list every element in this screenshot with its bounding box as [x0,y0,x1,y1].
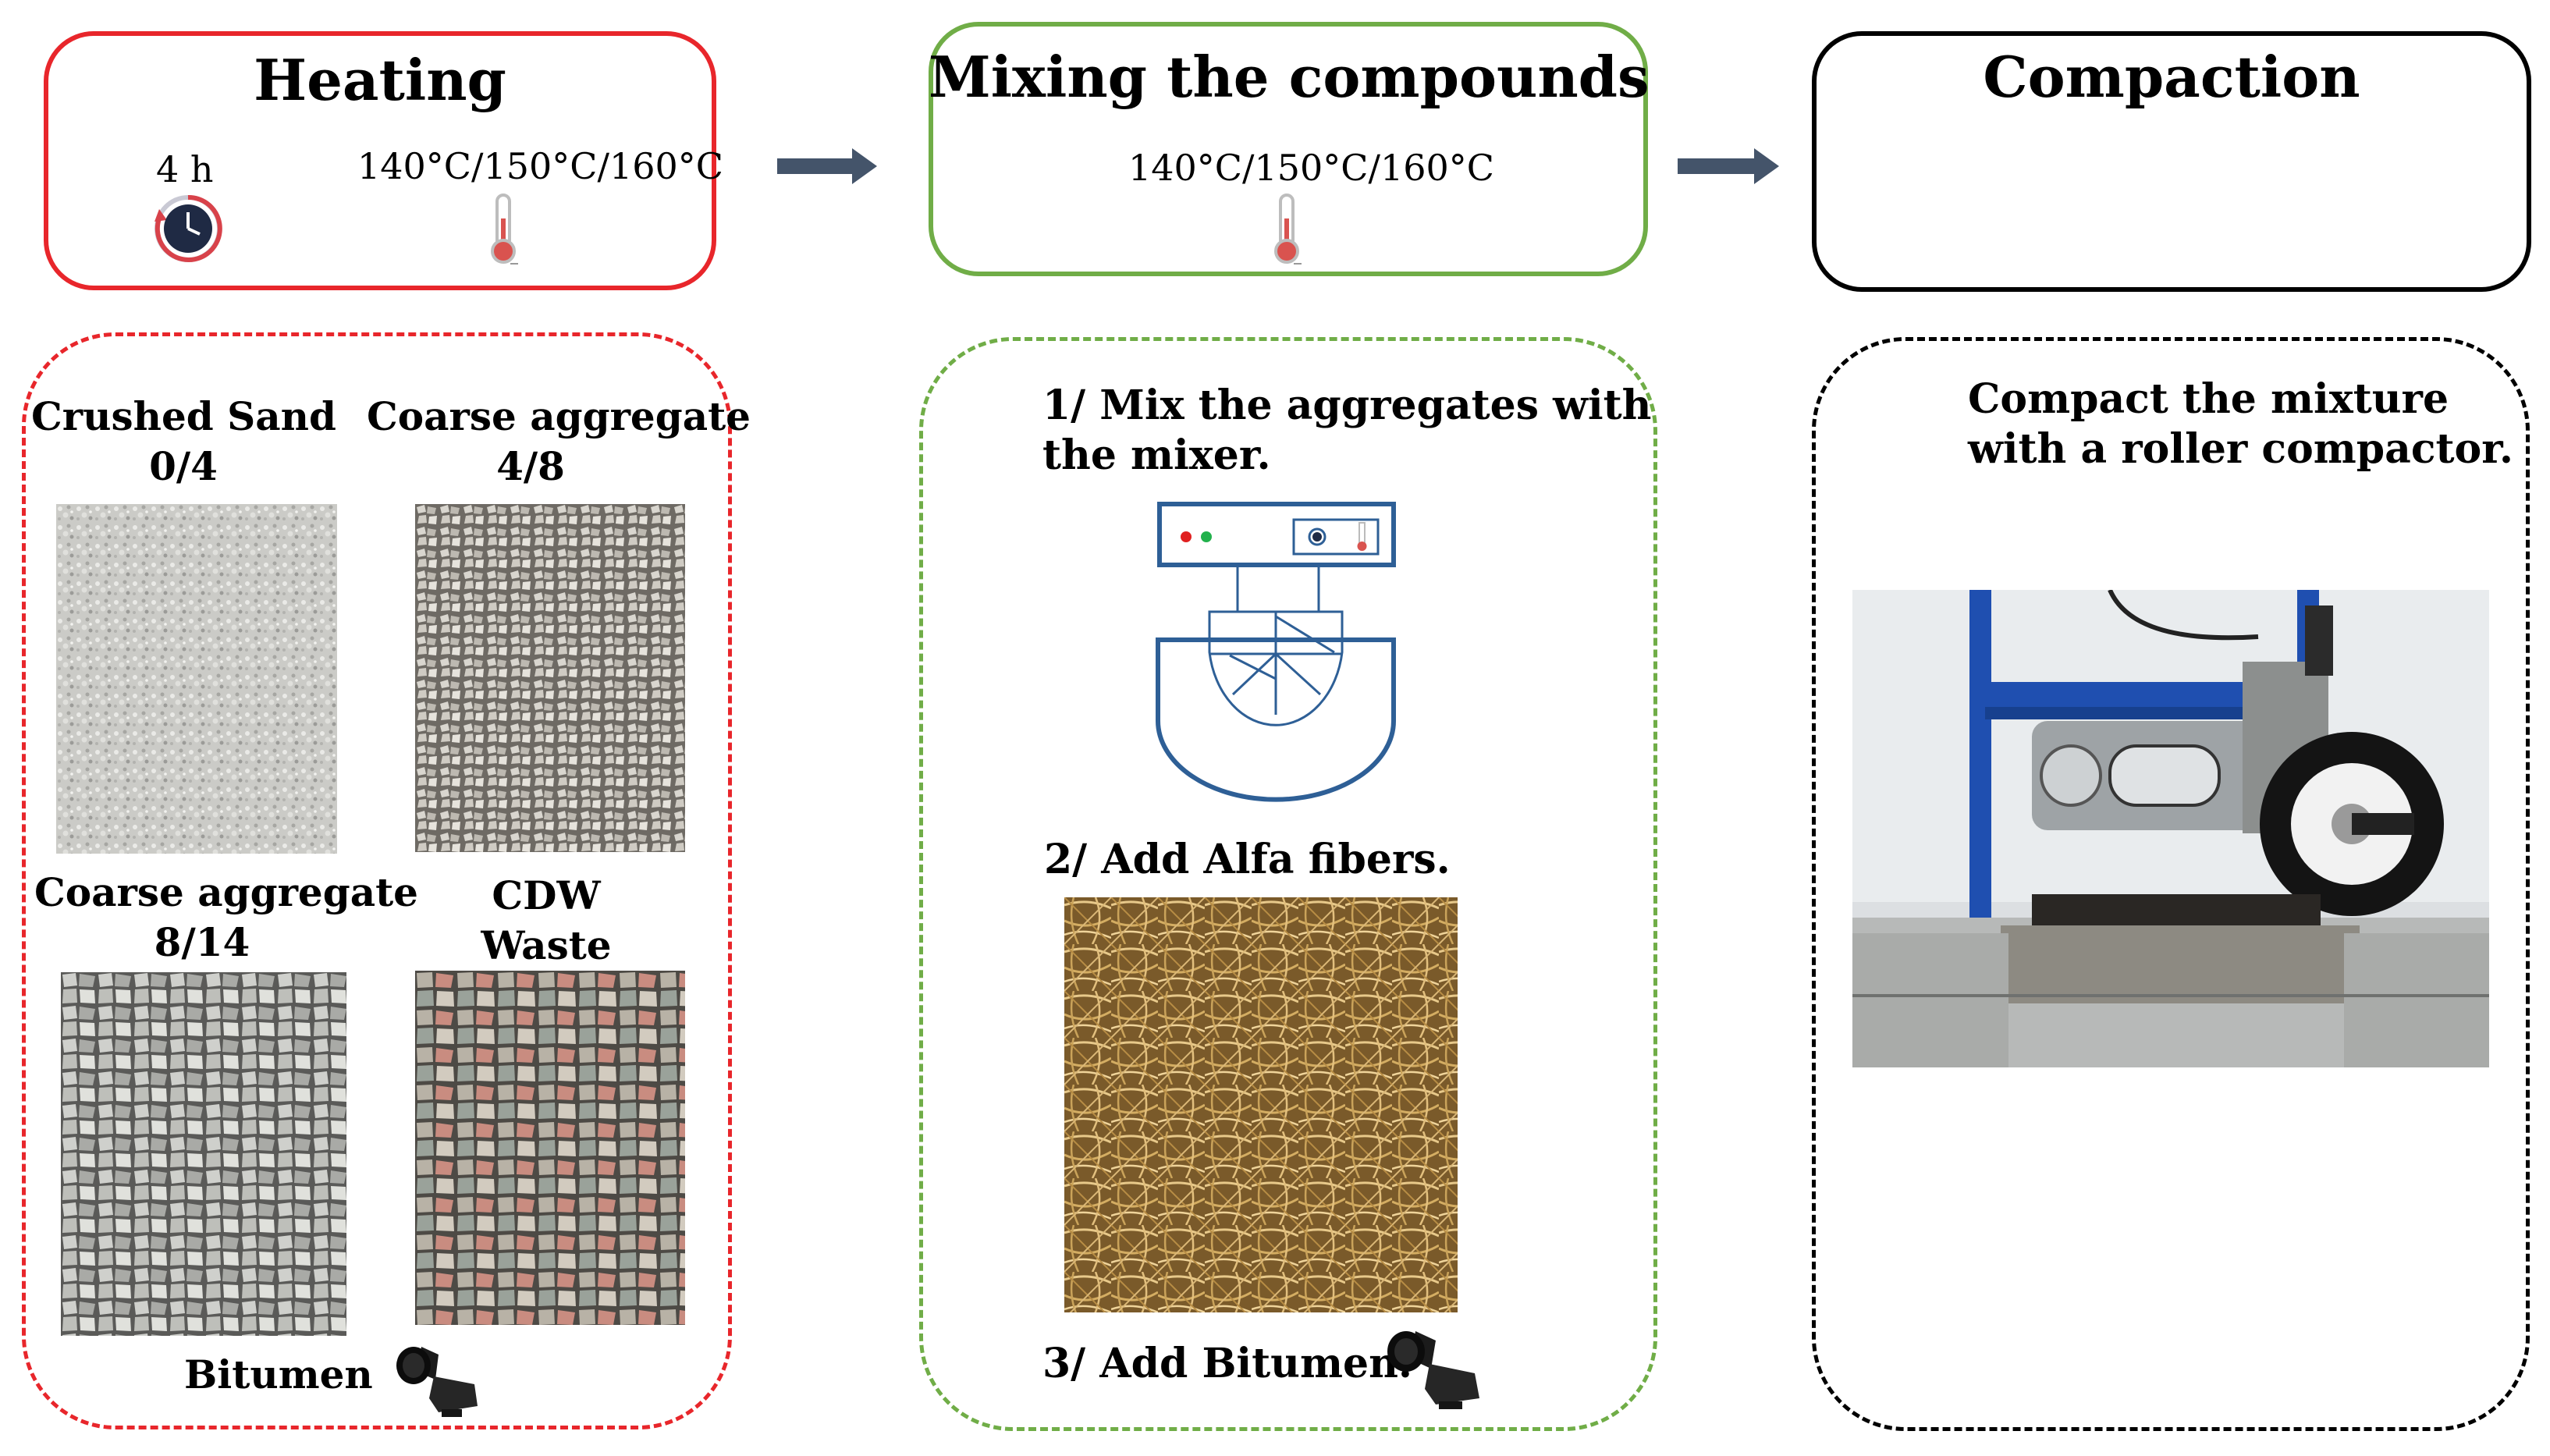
coarse-aggregate-8-14-photo [61,972,346,1336]
clock-icon [153,194,223,264]
heating-time: 4 h [156,148,214,190]
mixing-step-1-line-2: the mixer. [1042,431,1271,479]
heating-temperatures: 140°C/150°C/160°C [357,145,723,187]
material-size: 4/8 [496,443,565,489]
mixing-box [929,22,1648,276]
heating-box [44,31,716,290]
compaction-description-line-2: with a roller compactor. [1968,425,2513,473]
material-name: Coarse aggregate [34,869,418,915]
flow-arrow-2 [1678,148,1779,184]
compaction-desc-box [1812,337,2530,1431]
cdw-waste-photo [415,971,685,1325]
heating-title: Heating [254,47,506,113]
thermometer-icon [1267,192,1306,267]
compaction-title: Compaction [1983,44,2360,110]
material-size: 0/4 [149,443,218,489]
bitumen-pipe-icon [390,1342,484,1420]
material-name: Coarse aggregate [367,393,751,439]
compaction-box [1812,31,2531,292]
mixing-step-2: 2/ Add Alfa fibers. [1044,836,1451,883]
mixing-title: Mixing the compounds [929,44,1650,110]
material-label: Coarse aggregate 8/14 [34,868,418,968]
material-size: 8/14 [154,919,250,965]
mixing-temperatures: 140°C/150°C/160°C [1128,147,1494,189]
compaction-description-line-1: Compact the mixture [1968,375,2449,423]
crushed-sand-photo [56,504,337,854]
mixer-diagram [1155,499,1403,804]
mixing-step-1: 1/ Mix the aggregates with the mixer. [1042,381,1651,481]
coarse-aggregate-4-8-photo [415,504,685,852]
mixing-steps-box [919,337,1657,1431]
material-name: CDW [492,872,601,918]
compaction-description: Compact the mixture with a roller compac… [1968,375,2513,474]
material-label: Crushed Sand 0/4 [31,392,336,492]
roller-compactor-photo [1852,590,2489,1067]
bitumen-label: Bitumen [184,1351,373,1397]
material-size: Waste [481,922,612,968]
heating-materials-box [22,332,732,1429]
bitumen-pipe-icon [1381,1326,1487,1412]
flow-arrow-1 [777,148,877,184]
thermometer-icon [484,192,523,267]
material-label: Coarse aggregate 4/8 [367,392,751,492]
material-name: Crushed Sand [31,393,336,439]
alfa-fibers-photo [1064,897,1458,1312]
mixing-step-1-line-1: 1/ Mix the aggregates with [1042,382,1652,429]
material-label: CDW Waste [437,871,655,971]
mixing-step-3: 3/ Add Bitumen. [1042,1340,1412,1387]
